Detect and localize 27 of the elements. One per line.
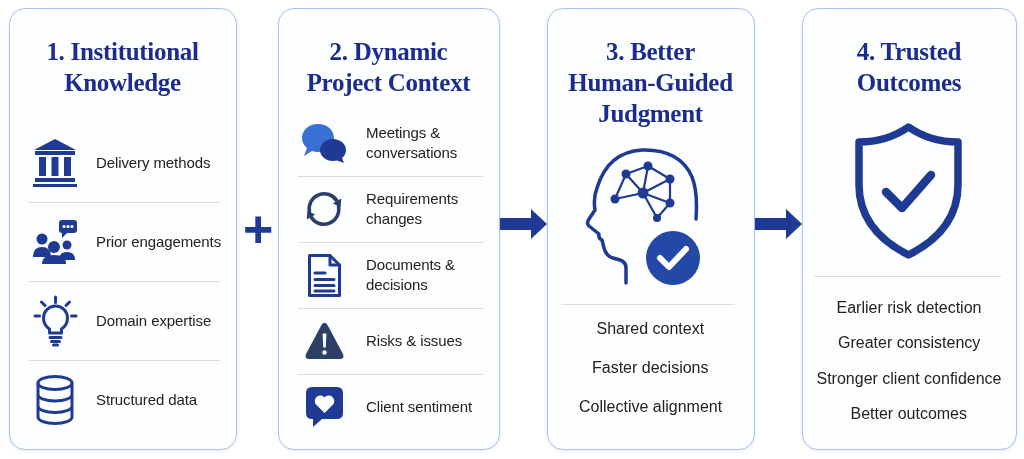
arrow: [500, 209, 547, 239]
item-label: Prior engagements: [96, 232, 222, 250]
benefit-text: Stronger client confidence: [816, 368, 1002, 389]
step-card: [547, 8, 755, 450]
item-label: Domain expertise: [96, 311, 212, 329]
benefit-text: Greater consistency: [838, 333, 981, 354]
step-card: [278, 8, 500, 450]
plus-sign: +: [243, 203, 274, 255]
item-label: Meetings & conversations: [366, 124, 458, 161]
item-label: Requirements changes: [366, 190, 459, 227]
item-label: Client sentiment: [366, 398, 472, 415]
step-title: 2. Dynamic Project Context: [306, 38, 471, 96]
item-label: Documents & decisions: [366, 256, 455, 293]
benefit-text: Faster decisions: [592, 358, 709, 378]
item-label: Risks & issues: [366, 332, 463, 349]
step-card: [9, 8, 237, 450]
step-card: [802, 8, 1017, 450]
benefit-text: Earlier risk detection: [836, 298, 982, 318]
arrow: [755, 209, 802, 239]
benefit-text: Better outcomes: [850, 403, 967, 424]
step-title: 3. Better Human-Guided Judgment: [568, 38, 733, 127]
benefit-text: Collective alignment: [579, 397, 723, 417]
item-label: Delivery methods: [96, 153, 211, 171]
step-title: 1. Institutional Knowledge: [46, 38, 199, 96]
step-title: 4. Trusted Outcomes: [856, 38, 962, 96]
benefit-text: Shared context: [596, 319, 705, 339]
item-label: Structured data: [96, 390, 198, 408]
